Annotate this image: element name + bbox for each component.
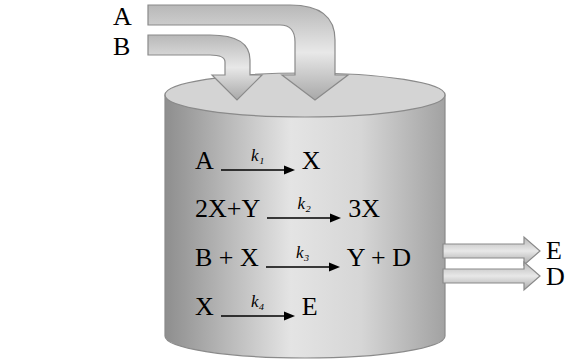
reactant: A	[195, 148, 214, 174]
outlet-arrow-d	[443, 262, 540, 290]
stream-label: E	[546, 238, 562, 264]
arrow-shaft	[221, 315, 286, 317]
arrow-head	[284, 311, 295, 320]
arrow-shaft	[266, 266, 331, 268]
inlet-arrow-b	[148, 35, 262, 100]
product: E	[302, 294, 318, 320]
outlet-arrow-e	[443, 237, 540, 265]
reactor-tank: Ak₁ X 2X+Y k₂ 3X B + X k₃ Y + D Xk₄ E	[165, 58, 445, 350]
arrow-head	[284, 165, 295, 174]
reaction-row: 2X+Y k₂ 3X	[195, 195, 380, 224]
product: X	[302, 148, 321, 174]
reactant: X	[195, 294, 214, 320]
arrow-line	[220, 164, 296, 176]
reactant: 2X+Y	[195, 196, 260, 222]
reaction-arrow: k₃	[265, 244, 341, 273]
reaction-row: Xk₄ E	[195, 293, 318, 322]
arrow-line	[265, 261, 341, 273]
reaction-arrow: k₂	[266, 195, 342, 224]
stream-label: B	[113, 34, 130, 60]
rate-constant: k₄	[251, 293, 264, 310]
product: 3X	[348, 196, 380, 222]
arrow-shaft	[267, 217, 332, 219]
arrow-head	[329, 262, 340, 271]
product: Y + D	[347, 245, 411, 271]
reaction-arrow: k₁	[220, 147, 296, 176]
rate-constant: k₃	[296, 244, 309, 261]
reaction-row: B + X k₃ Y + D	[195, 244, 411, 273]
rate-constant: k₂	[297, 195, 310, 212]
rate-constant: k₁	[251, 147, 264, 164]
stream-label: A	[113, 4, 132, 30]
inlet-arrow-a	[148, 5, 348, 100]
reaction-arrow: k₄	[220, 293, 296, 322]
arrow-line	[220, 310, 296, 322]
arrow-shaft	[221, 169, 286, 171]
reactant: B + X	[195, 245, 259, 271]
stream-label: D	[546, 264, 565, 290]
arrow-line	[266, 212, 342, 224]
tank-body	[165, 95, 445, 358]
arrow-head	[330, 213, 341, 222]
reaction-row: Ak₁ X	[195, 147, 321, 176]
